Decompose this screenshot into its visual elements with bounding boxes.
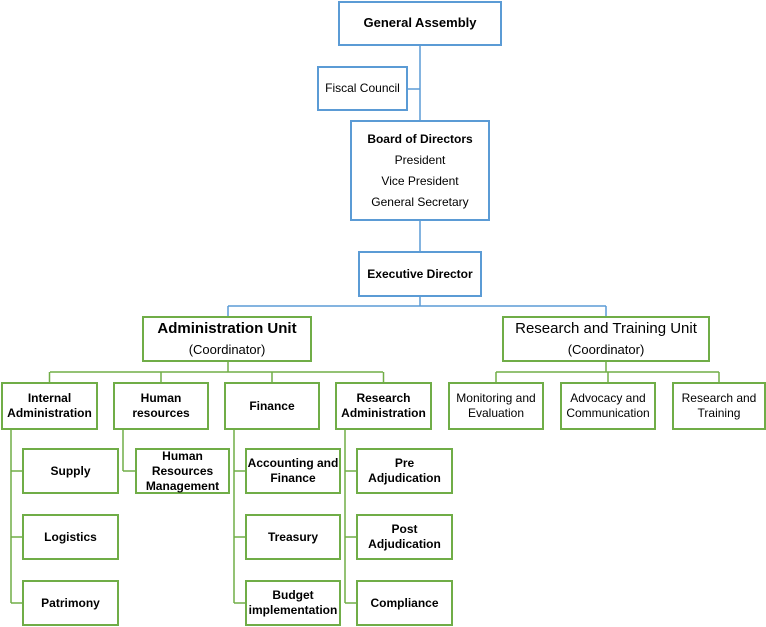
- executive-director-box: Executive Director: [358, 251, 482, 297]
- sub-department-box-label-line: Finance: [270, 471, 316, 485]
- research-training-unit-title: Research and Training Unit: [515, 320, 697, 337]
- research-department-box-label-line: Monitoring and: [456, 391, 536, 405]
- sub-department-box-label-line: Post: [391, 522, 418, 536]
- administration-unit-title: Administration Unit: [157, 320, 297, 337]
- admin-department-box-label-line: Human: [140, 391, 182, 405]
- sub-department-box-label-line: Resources: [151, 463, 214, 478]
- research-department-box-label-line: Advocacy and: [570, 391, 646, 405]
- sub-department-box-label-line: Pre: [394, 456, 415, 470]
- sub-department-box-label-line: Supply: [50, 463, 91, 478]
- sub-department-box-label-line: Logistics: [44, 529, 97, 544]
- sub-department-box: Patrimony: [22, 580, 119, 626]
- administration-unit-box: Administration Unit (Coordinator): [142, 316, 312, 362]
- sub-department-box-label-line: Management: [145, 478, 220, 493]
- sub-department-box: Compliance: [356, 580, 453, 626]
- admin-department-box-label-line: Research: [356, 391, 411, 405]
- board-member: Vice President: [381, 173, 459, 188]
- sub-department-box: Treasury: [245, 514, 341, 560]
- sub-department-box: Supply: [22, 448, 119, 494]
- sub-department-box-label-line: Treasury: [267, 529, 319, 544]
- board-member: President: [394, 152, 446, 167]
- sub-department-box-label-line: Accounting and: [247, 456, 339, 470]
- administration-unit-subtitle: (Coordinator): [188, 341, 266, 357]
- sub-department-box: Logistics: [22, 514, 119, 560]
- research-training-unit-subtitle: (Coordinator): [567, 341, 645, 357]
- research-department-box-label-line: Research and: [681, 391, 757, 405]
- research-department-box-label-line: Communication: [566, 406, 650, 420]
- admin-department-box: Finance: [224, 382, 320, 430]
- sub-department-box-label-line: Adjudication: [368, 537, 441, 551]
- board-of-directors-box: Board of Directors President Vice Presid…: [350, 120, 490, 221]
- research-department-box-label-line: Training: [697, 406, 741, 420]
- sub-department-box-label-line: implementation: [248, 603, 338, 617]
- executive-director-label: Executive Director: [367, 266, 473, 281]
- fiscal-council-box: Fiscal Council: [317, 66, 408, 111]
- sub-department-box-label-line: Budget: [272, 588, 314, 602]
- research-training-unit-box: Research and Training Unit (Coordinator): [502, 316, 710, 362]
- admin-department-box-label-line: Internal: [27, 391, 72, 405]
- general-assembly-box: General Assembly: [338, 1, 502, 46]
- sub-department-box-label-line: Adjudication: [368, 471, 441, 485]
- general-assembly-label: General Assembly: [363, 15, 477, 31]
- board-member: General Secretary: [371, 194, 469, 209]
- admin-department-box-label-line: Finance: [249, 398, 295, 413]
- admin-department-box-label-line: Administration: [341, 406, 426, 420]
- sub-department-box-label-line: Human: [162, 448, 203, 463]
- sub-department-box-label-line: Patrimony: [41, 595, 100, 610]
- admin-department-box-label-line: Administration: [7, 406, 92, 420]
- sub-department-box-label-line: Compliance: [370, 595, 439, 610]
- admin-department-box-label-line: resources: [132, 406, 190, 420]
- research-department-box-label-line: Evaluation: [467, 406, 525, 420]
- fiscal-council-label: Fiscal Council: [325, 81, 400, 95]
- board-title: Board of Directors: [367, 131, 473, 146]
